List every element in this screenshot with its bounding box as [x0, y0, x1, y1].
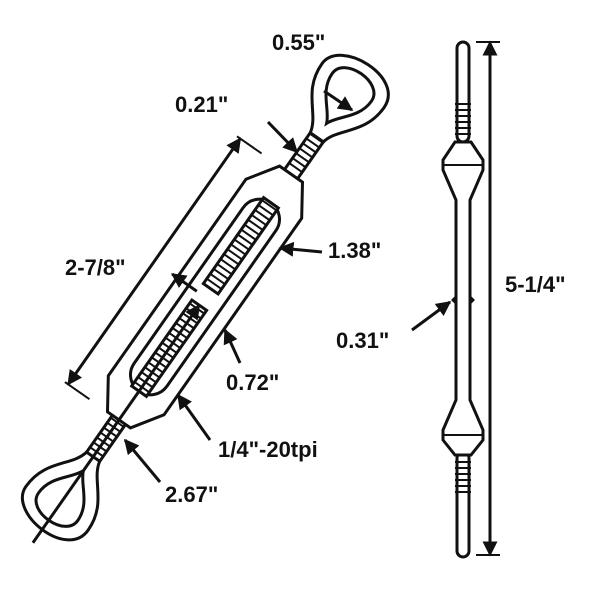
window-dimension	[171, 272, 198, 293]
leader-lines	[123, 89, 452, 483]
label-window-width: 0.72"	[226, 370, 279, 395]
turnbuckle-angled-view	[21, 53, 390, 544]
body-length-dimension	[66, 137, 242, 386]
turnbuckle-side-view	[441, 40, 500, 559]
label-overall-length: 5-1/4"	[505, 272, 566, 297]
label-thread-length: 1.38"	[328, 238, 381, 263]
label-body-length: 2-7/8"	[65, 255, 126, 280]
label-thread-spec: 1/4"-20tpi	[218, 437, 318, 462]
label-eye-length: 2.67"	[165, 482, 218, 507]
label-eye-inner: 0.55"	[272, 30, 325, 55]
label-body-diameter: 0.31"	[336, 328, 389, 353]
label-thread-diameter: 0.21"	[175, 92, 228, 117]
eye-length-dimension	[31, 303, 201, 544]
eye-hook-top	[308, 53, 390, 144]
